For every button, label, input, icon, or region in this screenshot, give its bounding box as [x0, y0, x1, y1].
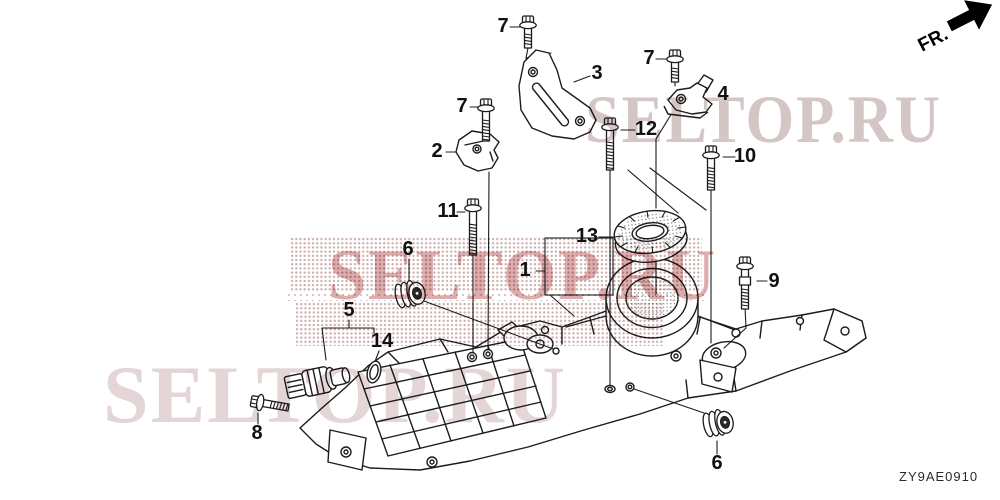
fr-label: FR. [915, 24, 952, 57]
bracket-part-3 [518, 49, 597, 140]
fr-direction-marker: FR. [915, 0, 993, 57]
ckp-sensor-part-5 [283, 366, 351, 399]
callout-3: 3 [591, 62, 603, 84]
bolt-part-10 [702, 145, 720, 191]
bolt-part-12 [601, 117, 619, 171]
callout-14: 14 [370, 330, 394, 352]
left-mount-feet [327, 429, 438, 471]
callout-13: 13 [575, 225, 599, 247]
callout-1: 1 [519, 259, 531, 281]
bolt-part-7-b [477, 98, 495, 142]
callout-4: 4 [717, 83, 729, 105]
grommet-part-6-lower [702, 408, 734, 438]
bracket-part-4 [663, 74, 714, 119]
callout-8: 8 [251, 422, 263, 444]
callout-5: 5 [343, 299, 355, 321]
callout-6-5: 6 [402, 238, 414, 260]
callout-6-6: 6 [711, 452, 723, 474]
right-mount-ear [699, 308, 867, 393]
callout-7-8: 7 [456, 95, 468, 117]
bolt-part-7-c [666, 49, 684, 83]
diagram-code: ZY9AE0910 [899, 469, 979, 484]
bolt-part-7-a [519, 15, 537, 49]
callout-10: 10 [733, 145, 757, 167]
bolt-part-8 [249, 393, 290, 412]
callout-7-7: 7 [497, 15, 509, 37]
callout-11: 11 [437, 200, 459, 222]
fr-arrow-icon [946, 0, 993, 32]
baffle-grid [357, 338, 547, 457]
oring-part-14 [366, 360, 382, 384]
bolt-part-9 [736, 256, 754, 310]
callout-12: 12 [634, 118, 658, 140]
callout-7-9: 7 [643, 47, 655, 69]
callout-2: 2 [431, 140, 443, 162]
bolt-part-11 [464, 198, 482, 256]
callout-9: 9 [768, 270, 780, 292]
